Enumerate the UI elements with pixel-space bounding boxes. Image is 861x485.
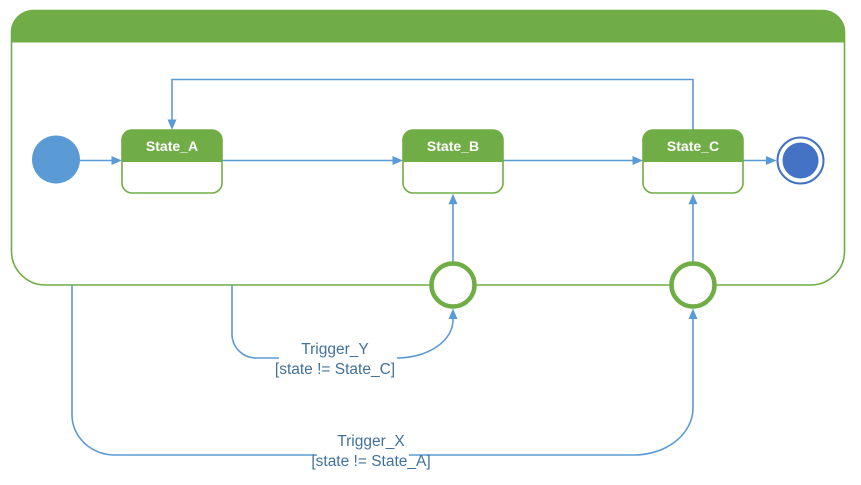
state-label: State_C — [667, 138, 719, 154]
state-label: State_A — [146, 138, 198, 154]
final-state-core — [782, 142, 819, 179]
trigger-x-label: Trigger_X — [337, 433, 405, 450]
arrowhead-icon — [688, 193, 698, 205]
junction-node-2[interactable] — [669, 261, 717, 309]
transition-trigger-y: Trigger_Y [state != State_C] — [231, 285, 458, 378]
state-header — [643, 130, 743, 162]
arrowhead-icon — [448, 193, 458, 205]
transition-trigger-x: Trigger_X [state != State_A] — [71, 285, 698, 470]
transition-line — [396, 318, 454, 359]
state-node-state-a[interactable]: State_A — [121, 129, 223, 194]
arrowhead-icon — [632, 156, 643, 165]
trigger-y-guard: [state != State_C] — [275, 361, 395, 378]
arrowhead-icon — [688, 308, 698, 319]
state-header — [122, 130, 222, 162]
transition-state-b-to-state-c — [503, 156, 643, 165]
transition-line — [231, 285, 279, 359]
state-node-state-c[interactable]: State_C — [642, 129, 744, 194]
composite-state-title-bar — [11, 10, 845, 43]
state-node-state-b[interactable]: State_B — [402, 129, 504, 194]
transition-initial-to-state-a — [80, 156, 122, 165]
arrowhead-icon — [167, 119, 177, 130]
transition-junction2-to-state-c — [688, 193, 698, 262]
initial-state-node[interactable] — [32, 135, 80, 184]
transition-state-c-to-state-a — [167, 78, 694, 130]
arrowhead-icon — [392, 156, 403, 165]
state-header — [403, 130, 503, 162]
transition-state-c-to-final — [743, 156, 777, 165]
arrowhead-icon — [448, 308, 458, 319]
transition-line — [171, 78, 694, 130]
transition-line — [409, 318, 694, 456]
state-label: State_B — [427, 138, 479, 154]
transition-state-a-to-state-b — [222, 156, 403, 165]
transition-junction1-to-state-b — [448, 193, 458, 262]
arrowhead-icon — [111, 156, 122, 165]
junction-node-1[interactable] — [429, 261, 477, 309]
transition-line — [71, 285, 317, 456]
final-state-node[interactable] — [776, 136, 825, 185]
trigger-y-label: Trigger_Y — [301, 341, 368, 358]
trigger-x-guard: [state != State_A] — [311, 453, 430, 470]
arrowhead-icon — [766, 156, 777, 165]
